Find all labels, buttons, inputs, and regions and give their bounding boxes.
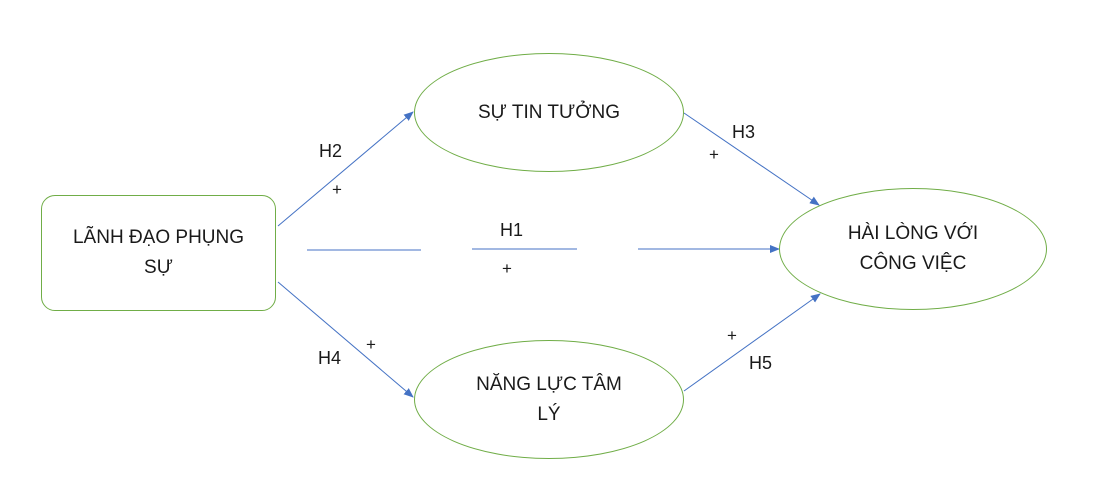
arrow-h4 [277,281,414,398]
arrow-h5 [683,293,821,392]
node-servant-leadership: LÃNH ĐẠO PHỤNG SỰ [41,195,276,311]
edge-sign-h4: + [366,335,376,354]
node-job-satisfaction: HÀI LÒNG VỚI CÔNG VIỆC [779,188,1047,310]
arrow-h3 [683,112,820,206]
edge-label-h1: H1 [500,220,524,240]
node-job-satisfaction-line-2: CÔNG VIỆC [859,253,967,274]
edge-sign-h5: + [727,326,737,345]
edge-sign-h2: + [332,180,342,199]
node-psychological-capital-line-1: NĂNG LỰC TÂM [476,373,622,395]
node-trust: SỰ TIN TƯỞNG [414,53,684,172]
arrow-h2 [277,111,414,227]
node-job-satisfaction-line-1: HÀI LÒNG VỚI [847,223,979,244]
node-servant-leadership-line-2: SỰ [144,257,173,278]
edge-label-h4: H4 [318,348,342,368]
node-servant-leadership-line-1: LÃNH ĐẠO PHỤNG [72,227,245,248]
edge-sign-h1: + [502,259,512,278]
edge-sign-h3: + [709,145,719,164]
edge-label-h3: H3 [732,122,756,142]
node-psychological-capital-line-2: LÝ [537,403,561,425]
edge-label-h2: H2 [319,141,343,161]
edge-label-h5: H5 [749,353,773,373]
node-trust-line-1: SỰ TIN TƯỞNG [478,101,620,123]
node-psychological-capital: NĂNG LỰC TÂM LÝ [414,340,684,459]
